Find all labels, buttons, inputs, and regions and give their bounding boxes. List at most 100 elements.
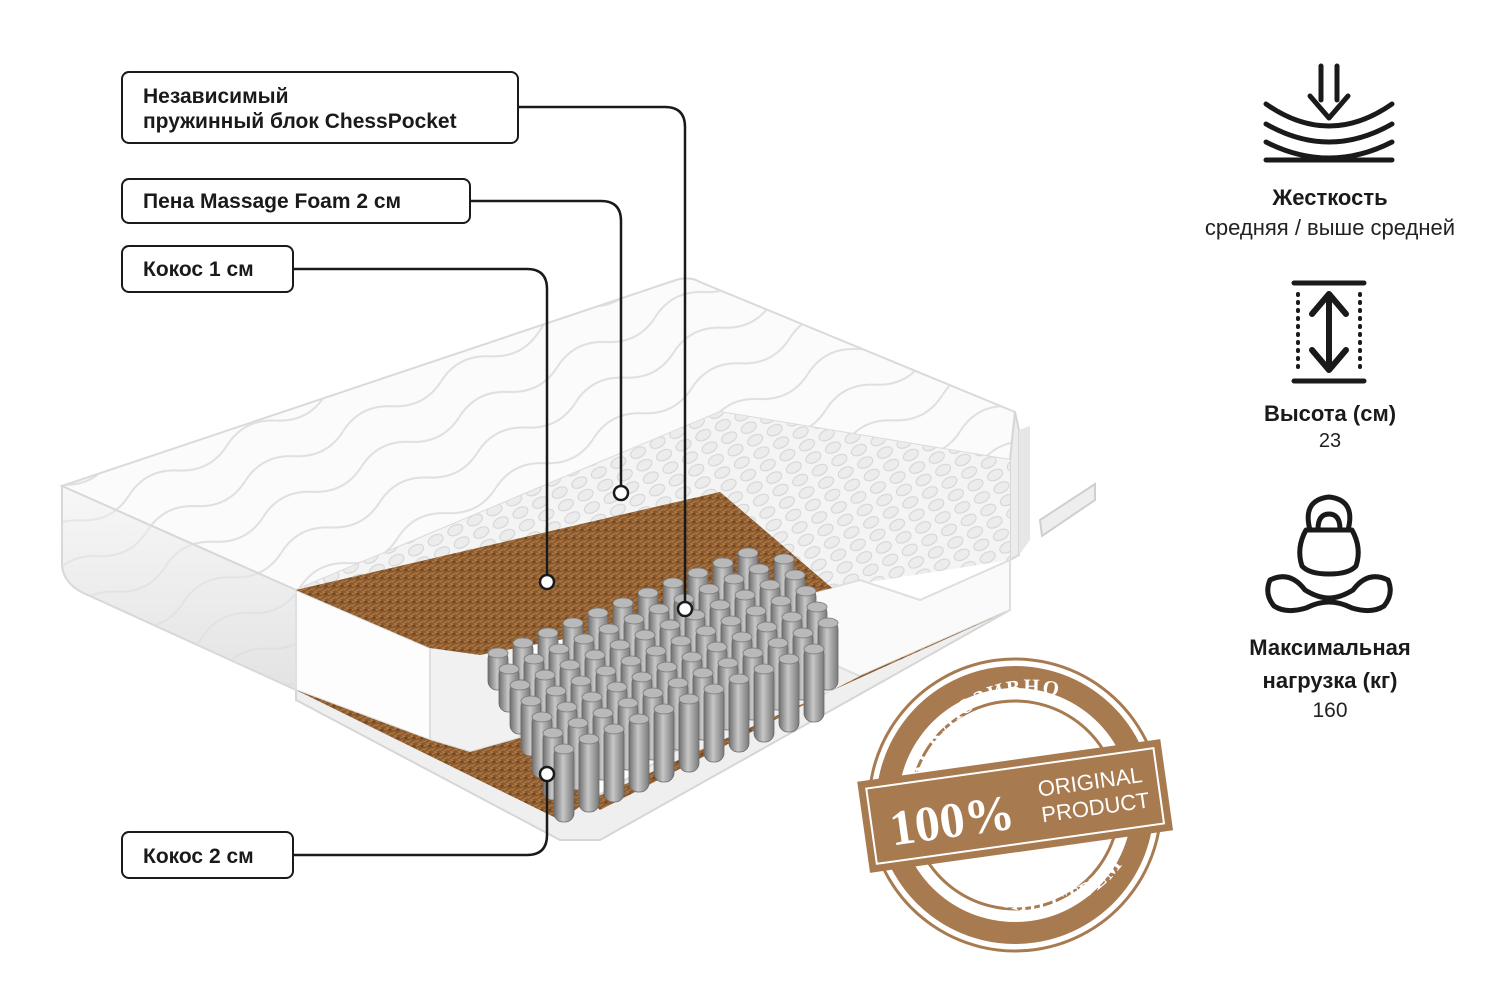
pocket-spring-top <box>573 633 595 645</box>
pocket-spring-top <box>737 547 759 559</box>
pocket-spring-top <box>709 599 731 611</box>
pocket-spring-top <box>759 579 781 591</box>
pocket-spring-top <box>520 695 542 707</box>
pocket-spring-top <box>687 567 709 579</box>
pocket-spring-top <box>803 643 825 655</box>
callout-spring-block: Независимый пружинный блок ChessPocket <box>121 71 519 144</box>
foam-marker-dot <box>612 484 630 502</box>
pocket-spring-top <box>806 601 828 613</box>
pocket-spring-top <box>587 607 609 619</box>
pocket-spring-top <box>723 573 745 585</box>
pocket-spring-top <box>712 557 734 569</box>
pocket-spring-top <box>628 713 650 725</box>
coco2-marker-dot <box>538 765 556 783</box>
spec-height: Высота (см) 23 <box>1170 399 1490 453</box>
pocket-spring-top <box>620 655 642 667</box>
callout-coconut-2cm-label: Кокос 2 см <box>143 845 254 868</box>
pocket-spring-top <box>637 587 659 599</box>
pocket-spring-top <box>581 691 603 703</box>
pocket-spring-top <box>731 631 753 643</box>
pocket-spring-top <box>770 595 792 607</box>
pocket-spring-top <box>592 707 614 719</box>
callout-coconut-1cm: Кокос 1 см <box>121 245 294 293</box>
pocket-spring-top <box>748 563 770 575</box>
pocket-spring-top <box>784 569 806 581</box>
pocket-spring-top <box>653 703 675 715</box>
spec-max-load-title-line1: Максимальная <box>1249 635 1411 660</box>
pocket-spring-top <box>612 597 634 609</box>
callout-spring-block-line1: Независимый <box>143 85 289 108</box>
pocket-spring-top <box>817 617 839 629</box>
pocket-spring-top <box>667 677 689 689</box>
pocket-spring-top <box>598 623 620 635</box>
springs-marker-dot <box>676 600 694 618</box>
pocket-spring-top <box>623 613 645 625</box>
pocket-spring-top <box>559 659 581 671</box>
pocket-spring-top <box>498 663 520 675</box>
pocket-spring-top <box>542 727 564 739</box>
pocket-spring-top <box>562 617 584 629</box>
spec-max-load-value: 160 <box>1312 699 1348 722</box>
pocket-spring-top <box>734 589 756 601</box>
pocket-spring-top <box>706 641 728 653</box>
coco2-leader-line <box>294 774 549 857</box>
pocket-spring-top <box>670 635 692 647</box>
pocket-spring-top <box>617 697 639 709</box>
pocket-spring-top <box>570 675 592 687</box>
callout-massage-foam: Пена Massage Foam 2 см <box>121 178 471 224</box>
pocket-spring-top <box>512 637 534 649</box>
pocket-spring-top <box>692 667 714 679</box>
pocket-spring-top <box>642 687 664 699</box>
spec-max-load-title-line2: нагрузка (кг) <box>1262 668 1398 693</box>
coco1-marker-dot <box>538 573 556 591</box>
spec-firmness: Жесткость средняя / выше средней <box>1170 183 1490 243</box>
callout-coconut-1cm-label: Кокос 1 см <box>143 258 254 281</box>
pocket-spring-top <box>584 649 606 661</box>
pocket-spring-top <box>717 657 739 669</box>
pocket-spring-block <box>487 547 839 823</box>
spec-firmness-title: Жесткость <box>1272 185 1388 210</box>
callout-spring-block-line2: пружинный блок ChessPocket <box>143 110 457 133</box>
pocket-spring-top <box>631 671 653 683</box>
pocket-spring-top <box>659 619 681 631</box>
springs-leader-line <box>519 105 687 608</box>
pocket-spring-top <box>545 685 567 697</box>
pocket-spring-top <box>634 629 656 641</box>
massage-foam-layer <box>295 412 1011 754</box>
pocket-spring-top <box>509 679 531 691</box>
pocket-spring-top <box>728 673 750 685</box>
pocket-spring-top <box>678 693 700 705</box>
pocket-spring-top <box>695 625 717 637</box>
pocket-spring-top <box>781 611 803 623</box>
pocket-spring-top <box>523 653 545 665</box>
pocket-spring-top <box>609 639 631 651</box>
pocket-spring-top <box>645 645 667 657</box>
pocket-spring-top <box>698 583 720 595</box>
pocket-spring-top <box>567 717 589 729</box>
pocket-spring-top <box>703 683 725 695</box>
pocket-spring-top <box>767 637 789 649</box>
spec-height-value: 23 <box>1318 430 1342 452</box>
pocket-spring-top <box>556 701 578 713</box>
coco1-leader-line <box>294 267 549 582</box>
spec-firmness-value: средняя / выше средней <box>1204 215 1456 240</box>
foam-leader-line <box>471 199 623 493</box>
pocket-spring-top <box>537 627 559 639</box>
callout-coconut-2cm: Кокос 2 см <box>121 831 294 879</box>
pocket-spring-top <box>681 651 703 663</box>
pocket-spring-top <box>778 653 800 665</box>
pocket-spring-top <box>742 647 764 659</box>
pocket-spring-top <box>648 603 670 615</box>
stamp-banner <box>857 739 1174 873</box>
leader-lines <box>294 105 687 857</box>
pocket-spring-top <box>795 585 817 597</box>
pocket-spring-top <box>745 605 767 617</box>
spec-height-title: Высота (см) <box>1263 401 1397 426</box>
pocket-spring-top <box>534 669 556 681</box>
pocket-spring-top <box>595 665 617 677</box>
pocket-spring-top <box>531 711 553 723</box>
pocket-spring-top <box>792 627 814 639</box>
